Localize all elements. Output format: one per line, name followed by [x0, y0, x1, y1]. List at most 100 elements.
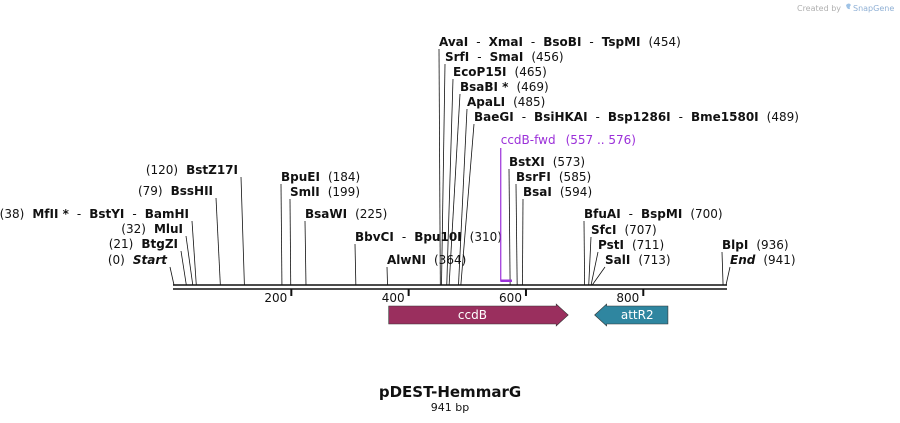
site-label[interactable]: BpuEI(184) [281, 170, 360, 184]
site-line [515, 183, 518, 286]
site-line [508, 168, 511, 286]
site-label[interactable]: AlwNI(364) [387, 253, 466, 267]
feature-arrow-ccdB[interactable] [388, 303, 569, 327]
site-label[interactable]: BsaBI *(469) [460, 80, 549, 94]
site-label-part: (489) [767, 110, 799, 124]
site-label[interactable]: SalI(713) [605, 253, 671, 267]
site-label[interactable]: (120)BstZ17I [146, 163, 238, 177]
feature-label: attR2 [621, 308, 654, 322]
site-line [185, 235, 194, 286]
site-label-part: (594) [560, 185, 592, 199]
site-line [590, 251, 599, 286]
site-label[interactable]: BbvCI-Bpu10I(310) [355, 230, 502, 244]
site-label-part: (184) [328, 170, 360, 184]
site-labels: (0)Start(21)BtgZI(32)MluI(38)MfII *-BstY… [0, 35, 799, 267]
site-label-part: BfuAI [584, 207, 621, 221]
site-line [169, 266, 175, 286]
site-label-part: (707) [624, 223, 656, 237]
site-label[interactable]: (79) BssHII [138, 184, 213, 198]
site-label[interactable]: SmlI (199) [290, 185, 360, 199]
site-label-part: BssHII [171, 184, 213, 198]
site-line [448, 93, 461, 286]
site-label[interactable]: BsrFI(585) [516, 170, 591, 184]
site-label[interactable]: End(941) [730, 253, 796, 267]
site-label-part: (465) [515, 65, 547, 79]
site-label-part: (711) [632, 238, 664, 252]
site-label[interactable]: ApaLI(485) [467, 95, 545, 109]
site-line [386, 266, 388, 286]
site-label[interactable]: BsaWI(225) [305, 207, 387, 221]
site-line [458, 108, 468, 286]
site-line [438, 48, 441, 286]
site-label-part: BsoBI [543, 35, 581, 49]
site-label[interactable]: AvaI-XmaI-BsoBI-TspMI(454) [439, 35, 681, 49]
site-label-part: - [132, 207, 136, 221]
site-label-part: BamHI [145, 207, 189, 221]
site-label-part: (21) [109, 237, 134, 251]
site-label-part: - [679, 110, 683, 124]
ruler-tick-label: 400 [382, 291, 405, 305]
plasmid-title: pDEST-HemmarG [379, 383, 521, 401]
ruler-tick-label: 200 [264, 291, 287, 305]
site-label-part: SmlI [290, 185, 320, 199]
site-label-part: BlpI [722, 238, 748, 252]
site-label-part: (38) [0, 207, 24, 221]
site-line [180, 250, 187, 286]
site-label[interactable]: (21)BtgZI [109, 237, 178, 251]
site-label-part: - [77, 207, 81, 221]
site-line [304, 220, 307, 286]
primer-name: ccdB-fwd [501, 133, 556, 147]
site-label[interactable]: EcoP15I (465) [453, 65, 547, 79]
site-line [280, 183, 283, 286]
primer-ccdB-fwd[interactable]: ccdB-fwd(557 .. 576) [500, 133, 636, 282]
site-line [191, 220, 197, 286]
site-label-part: BstYI [89, 207, 124, 221]
site-label-part: BstZ17I [186, 163, 238, 177]
site-label[interactable]: PstI (711) [598, 238, 664, 252]
site-label[interactable]: BaeGI-BsiHKAI-Bsp1286I-Bme1580I(489) [474, 110, 799, 124]
site-line [583, 220, 586, 286]
site-line [215, 197, 221, 286]
site-line [446, 78, 454, 286]
primer-label: ccdB-fwd(557 .. 576) [501, 133, 636, 147]
site-label-part: - [476, 35, 480, 49]
site-label[interactable]: BstXI(573) [509, 155, 585, 169]
site-label-part: ApaLI [467, 95, 505, 109]
ruler-tick-label: 600 [499, 291, 522, 305]
site-label[interactable]: (0)Start [108, 253, 168, 267]
site-label-part: - [402, 230, 406, 244]
site-label-part: - [477, 50, 481, 64]
site-label-part: AvaI [439, 35, 468, 49]
site-label-part: - [589, 35, 593, 49]
site-lines [169, 48, 731, 286]
site-label-part: (199) [328, 185, 360, 199]
site-label-part: MfII * [32, 207, 69, 221]
site-line [522, 198, 524, 286]
site-line [441, 63, 446, 286]
site-label[interactable]: BsaI(594) [523, 185, 592, 199]
site-label-part: SalI [605, 253, 630, 267]
snapgene-logo-icon [846, 3, 851, 10]
site-label-part: BstXI [509, 155, 545, 169]
site-label[interactable]: (38)MfII *-BstYI-BamHI [0, 207, 189, 221]
site-label[interactable]: SfcI(707) [591, 223, 657, 237]
site-label-part: PstI [598, 238, 624, 252]
plasmid-length: 941 bp [431, 401, 469, 414]
site-label-part: BsaBI * [460, 80, 509, 94]
site-label-part: (0) [108, 253, 125, 267]
feature-arrow-attR2[interactable] [594, 303, 669, 327]
site-label-part: SrfI [445, 50, 469, 64]
site-label-part: EcoP15I [453, 65, 507, 79]
site-line [725, 266, 731, 286]
credit-text: Created by [797, 4, 841, 13]
site-label[interactable]: SrfI-SmaI(456) [445, 50, 564, 64]
site-label[interactable]: BlpI(936) [722, 238, 789, 252]
site-label-part: (454) [649, 35, 681, 49]
site-label-part: Bpu10I [414, 230, 461, 244]
site-label-part: (310) [470, 230, 502, 244]
site-label[interactable]: (32)MluI [121, 222, 183, 236]
site-label[interactable]: BfuAI-BspMI(700) [584, 207, 723, 221]
site-label-part: - [531, 35, 535, 49]
site-label-part: (79) [138, 184, 163, 198]
